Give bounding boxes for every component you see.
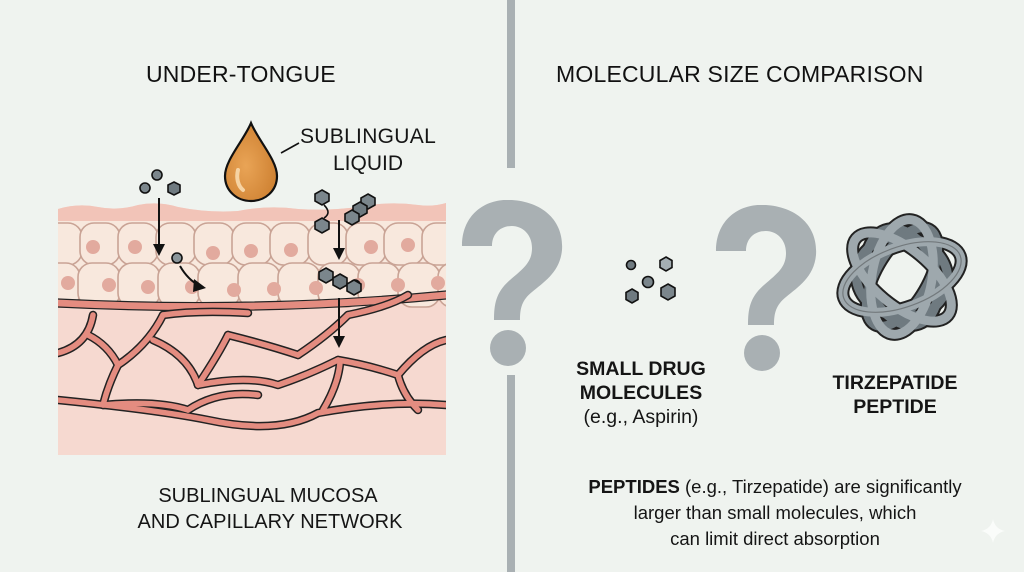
right-panel-title: MOLECULAR SIZE COMPARISON — [556, 61, 924, 87]
peptide-label-line2: PEPTIDE — [853, 396, 937, 418]
small-drug-molecules-label: SMALL DRUG MOLECULES (e.g., Aspirin) — [566, 357, 716, 429]
droplet-label-line2: LIQUID — [333, 152, 404, 175]
note-line2: larger than small molecules, which — [633, 502, 917, 523]
question-mark-icon-right — [710, 205, 822, 375]
note-bold-term: PEPTIDES — [588, 476, 680, 497]
peptide-size-note: PEPTIDES (e.g., Tirzepatide) are signifi… — [545, 474, 1005, 552]
small-drug-molecules-icon — [622, 256, 682, 308]
small-drug-label-line2: MOLECULES — [579, 382, 703, 404]
sublingual-mucosa-illustration — [58, 195, 446, 455]
left-panel-title: UNDER-TONGUE — [146, 61, 336, 87]
mucosa-caption: SUBLINGUAL MUCOSA AND CAPILLARY NETWORK — [110, 483, 430, 535]
peptide-label-line1: TIRZEPATIDE — [832, 372, 958, 394]
note-line3: can limit direct absorption — [670, 528, 880, 549]
small-molecules-absorbing-icon — [138, 168, 218, 298]
question-mark-icon-center — [456, 200, 568, 370]
note-line1: PEPTIDES (e.g., Tirzepatide) are signifi… — [545, 474, 1005, 500]
panel-divider-top — [507, 0, 515, 168]
mucosa-caption-line1: SUBLINGUAL MUCOSA — [158, 485, 378, 507]
tirzepatide-peptide-label: TIRZEPATIDE PEPTIDE — [820, 371, 970, 419]
panel-divider-bottom — [507, 375, 515, 572]
larger-molecules-absorbing-icon — [312, 188, 382, 358]
small-drug-label-example: (e.g., Aspirin) — [583, 406, 699, 428]
droplet-label-pointer — [280, 142, 300, 154]
droplet-label: SUBLINGUAL LIQUID — [300, 123, 436, 177]
tirzepatide-peptide-icon — [832, 207, 972, 347]
note-line1-rest: (e.g., Tirzepatide) are significantly — [679, 476, 962, 497]
mucosa-caption-line2: AND CAPILLARY NETWORK — [137, 511, 403, 533]
sparkle-watermark-icon — [980, 518, 1006, 544]
sublingual-liquid-droplet-icon — [222, 120, 280, 204]
droplet-label-line1: SUBLINGUAL — [300, 125, 437, 148]
small-drug-label-line1: SMALL DRUG — [576, 358, 706, 380]
